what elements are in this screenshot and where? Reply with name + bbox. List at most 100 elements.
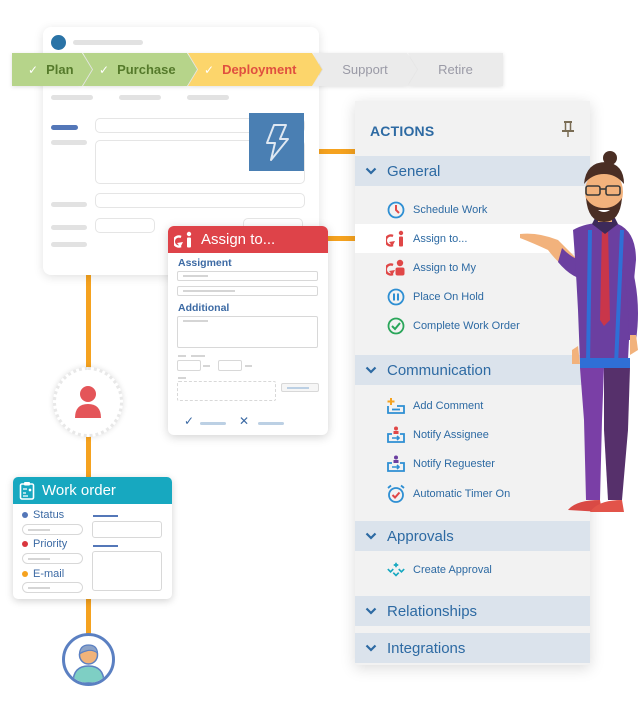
action-create-approval[interactable]: Create Approval — [355, 555, 590, 584]
email-bullet-icon — [22, 571, 28, 577]
stage-label: Plan — [46, 62, 74, 77]
assign-person-icon — [386, 229, 406, 249]
form-input[interactable] — [95, 218, 155, 233]
form-input[interactable] — [95, 193, 305, 208]
action-label: Add Comment — [413, 399, 484, 412]
assignee-gear-node — [53, 367, 123, 437]
assign-to-card: Assign to... Assigment Additional ✓ ✕ — [168, 226, 328, 435]
label-placeholder — [178, 355, 186, 357]
stage-purchase[interactable]: ✓ Purchase — [83, 53, 197, 86]
work-order-title: Work order — [42, 482, 116, 499]
assignment-input-2[interactable] — [177, 286, 318, 296]
assign-card-header: Assign to... — [168, 226, 328, 253]
window-title-placeholder — [73, 40, 143, 45]
action-notify-requester[interactable]: Notify Reguester — [355, 449, 590, 478]
action-add-comment[interactable]: Add Comment — [355, 391, 590, 420]
cancel-x-icon[interactable]: ✕ — [239, 414, 250, 428]
stage-label: Retire — [438, 62, 473, 77]
group-integrations[interactable]: Integrations — [355, 633, 590, 663]
priority-input[interactable] — [22, 553, 83, 564]
small-input-2[interactable] — [218, 360, 242, 371]
action-label: Create Approval — [413, 563, 492, 576]
group-label: Integrations — [387, 639, 466, 657]
group-label: General — [387, 162, 441, 180]
right-input-1[interactable] — [92, 521, 162, 538]
field-email: E-mail — [22, 568, 64, 580]
group-approvals[interactable]: Approvals — [355, 521, 590, 551]
group-label: Relationships — [387, 602, 478, 620]
cancel-button[interactable] — [258, 422, 284, 425]
action-label: Schedule Work — [413, 203, 488, 216]
work-order-header: Work order — [13, 477, 172, 504]
label-placeholder — [93, 545, 118, 547]
group-general[interactable]: General — [355, 156, 590, 186]
assignment-input-1[interactable] — [177, 271, 318, 281]
pin-icon[interactable] — [561, 120, 575, 143]
additional-textarea[interactable] — [177, 316, 318, 348]
label-placeholder — [191, 355, 205, 357]
attachment-dropzone[interactable] — [177, 381, 276, 401]
confirm-check-icon[interactable]: ✓ — [184, 414, 195, 428]
notify-requester-icon — [386, 454, 406, 474]
status-bullet-icon — [22, 512, 28, 518]
stage-retire[interactable]: Retire — [408, 53, 503, 86]
action-label: Complete Work Order — [413, 319, 520, 332]
right-input-2[interactable] — [92, 551, 162, 591]
action-notify-assignee[interactable]: Notify Assignee — [355, 420, 590, 449]
label-placeholder — [51, 242, 87, 247]
tab-placeholder — [187, 95, 229, 100]
action-complete-work-order[interactable]: Complete Work Order — [355, 311, 590, 340]
pointing-character-illustration — [518, 150, 643, 518]
action-label: Assign to My — [413, 261, 476, 274]
field-label: E-mail — [33, 568, 65, 580]
assign-me-icon — [386, 258, 406, 278]
stage-plan[interactable]: ✓ Plan — [12, 53, 92, 86]
action-place-on-hold[interactable]: Place On Hold — [355, 282, 590, 311]
pause-icon — [386, 287, 406, 307]
small-input-1[interactable] — [177, 360, 201, 371]
alarm-clock-icon — [386, 484, 406, 504]
status-input[interactable] — [22, 524, 83, 535]
action-schedule-work[interactable]: Schedule Work — [355, 195, 590, 224]
tab-placeholder — [119, 95, 161, 100]
group-label: Approvals — [387, 527, 454, 545]
section-label-assignment: Assigment — [178, 257, 232, 269]
lightning-icon — [265, 124, 289, 161]
label-placeholder — [93, 515, 118, 517]
check-icon: ✓ — [28, 62, 39, 77]
browse-button[interactable] — [281, 383, 319, 392]
check-icon: ✓ — [99, 62, 110, 77]
work-order-card: Work order Status Priority E-mail — [13, 477, 172, 599]
user-avatar-icon — [72, 644, 105, 683]
label-placeholder — [51, 202, 87, 207]
action-automatic-timer-on[interactable]: Automatic Timer On — [355, 479, 590, 508]
user-avatar — [62, 633, 115, 686]
label-placeholder — [178, 377, 186, 379]
separator — [203, 365, 210, 367]
email-input[interactable] — [22, 582, 83, 593]
person-icon — [75, 386, 101, 418]
action-assign-to-my[interactable]: Assign to My — [355, 253, 590, 282]
label-placeholder — [51, 225, 87, 230]
label-placeholder — [51, 140, 87, 145]
action-label: Assign to... — [413, 232, 468, 245]
check-icon: ✓ — [204, 62, 215, 77]
stage-deployment[interactable]: ✓ Deployment — [188, 53, 322, 86]
stage-label: Support — [342, 62, 388, 77]
chevron-down-icon — [365, 532, 379, 540]
confirm-button[interactable] — [200, 422, 226, 425]
group-relationships[interactable]: Relationships — [355, 596, 590, 626]
action-label: Place On Hold — [413, 290, 484, 303]
group-communication[interactable]: Communication — [355, 355, 590, 385]
chevron-down-icon — [365, 366, 379, 374]
notify-assignee-icon — [386, 425, 406, 445]
field-priority: Priority — [22, 538, 67, 550]
clipboard-icon — [19, 481, 35, 500]
assign-card-title: Assign to... — [201, 231, 276, 248]
chevron-down-icon — [365, 167, 379, 175]
action-label: Notify Reguester — [413, 457, 495, 470]
stage-support[interactable]: Support — [313, 53, 417, 86]
stage-label: Deployment — [222, 62, 297, 77]
label-placeholder — [51, 125, 78, 130]
connector-wire-to-actions — [300, 149, 360, 154]
